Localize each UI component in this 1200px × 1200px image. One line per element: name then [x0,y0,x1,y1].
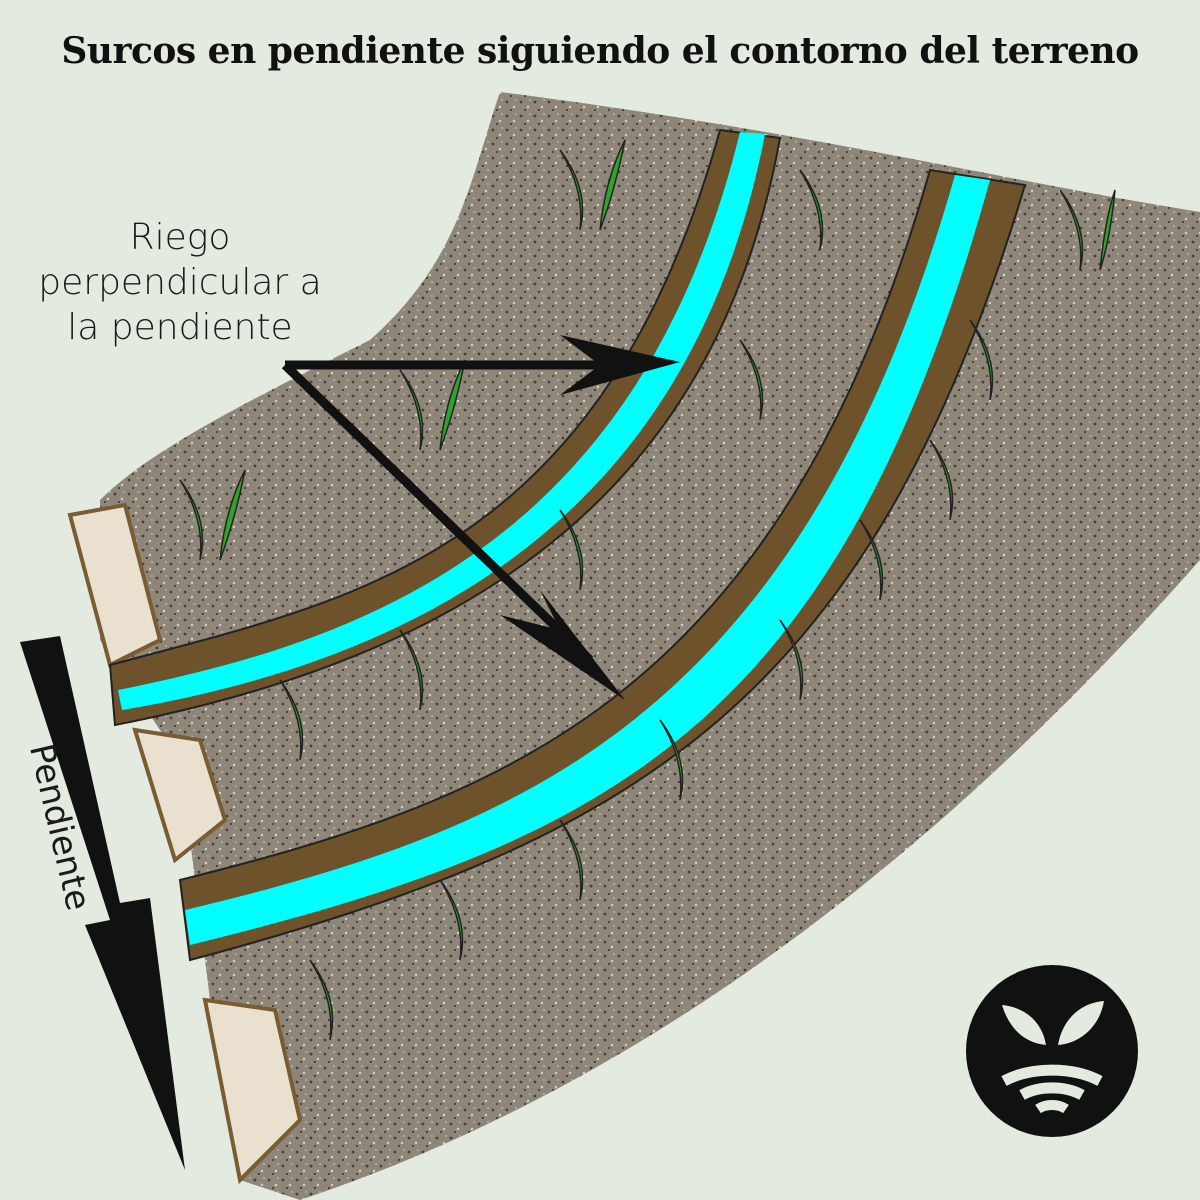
soil-edge-upper [67,502,163,668]
irrigation-label-line-2: perpendicular a [38,262,322,303]
plant-sprout-signal-icon [966,965,1138,1137]
slope-arrow [20,636,185,1170]
furrow-1-bank [108,128,782,727]
furrow-1-water [118,132,765,710]
page-title: Surcos en pendiente siguiendo el contorn… [61,30,1139,72]
soil-edge-middle [132,727,228,864]
irrigation-label-line-3: la pendiente [67,307,293,348]
irrigation-arrows [281,335,680,700]
irrigation-label: Riego perpendicular a la pendiente [20,215,340,350]
soil-edge-lower [202,997,303,1185]
irrigation-label-line-1: Riego [129,217,231,258]
grass-tufts [179,139,1116,1041]
furrow-2-water [185,175,990,945]
